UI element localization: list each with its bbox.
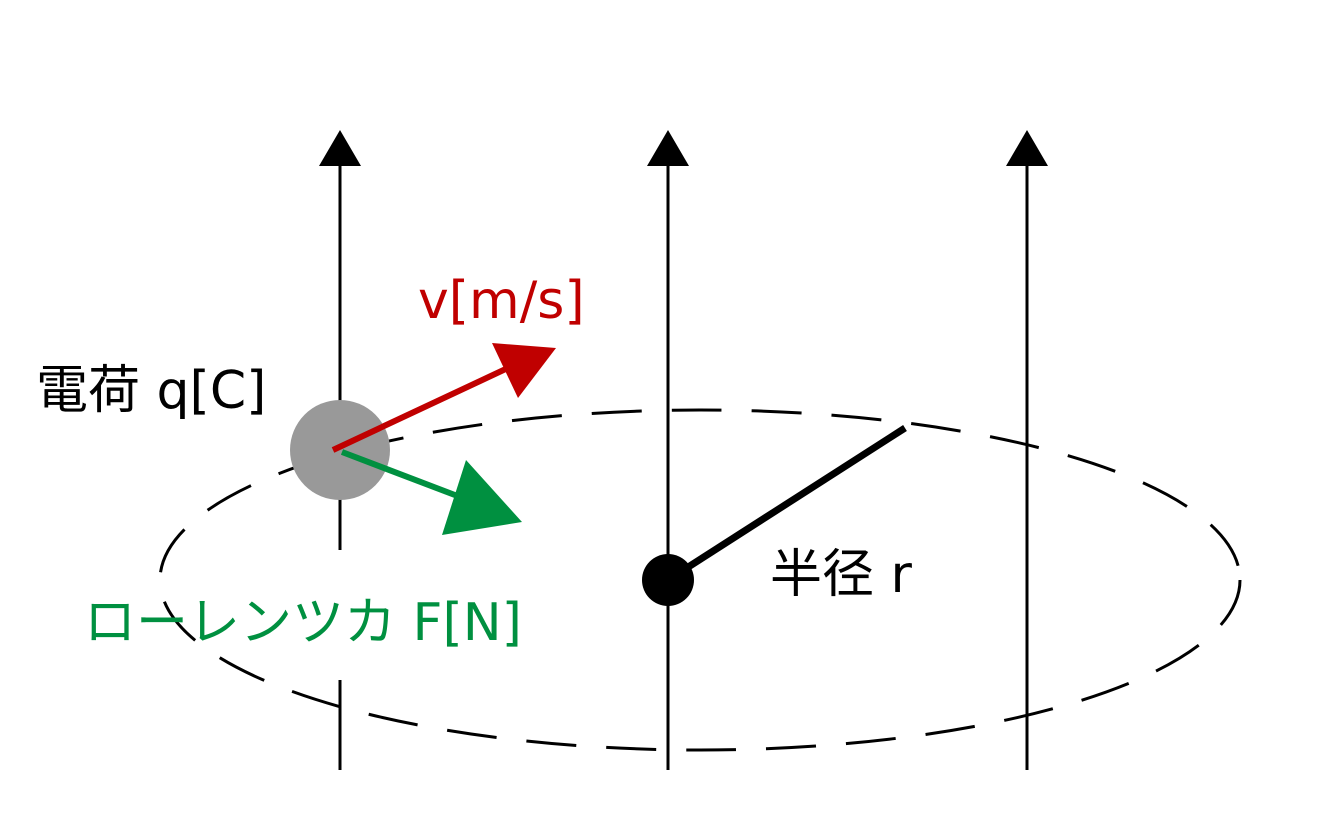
velocity-arrowhead [492,343,556,398]
force-arrow-shaft [340,449,470,503]
field-line-left-arrowhead [319,130,361,166]
velocity-vector [331,343,556,453]
lorentz-force-label: ローレンツカ F[N] [84,593,522,653]
magnetic-field-lines [319,130,1048,770]
radius-line [666,425,907,583]
circular-orbit [158,408,1242,752]
velocity-arrow-shaft [331,364,512,453]
orbit-center-point [642,554,694,606]
lorentz-force-vector [340,449,522,535]
charge-label: 電荷 q[C] [36,361,266,421]
velocity-label: v[m/s] [418,271,585,331]
field-line-center-arrowhead [647,130,689,166]
field-line-right-arrowhead [1006,130,1048,166]
radius-label: 半径 r [770,545,913,605]
force-arrowhead [442,460,522,535]
